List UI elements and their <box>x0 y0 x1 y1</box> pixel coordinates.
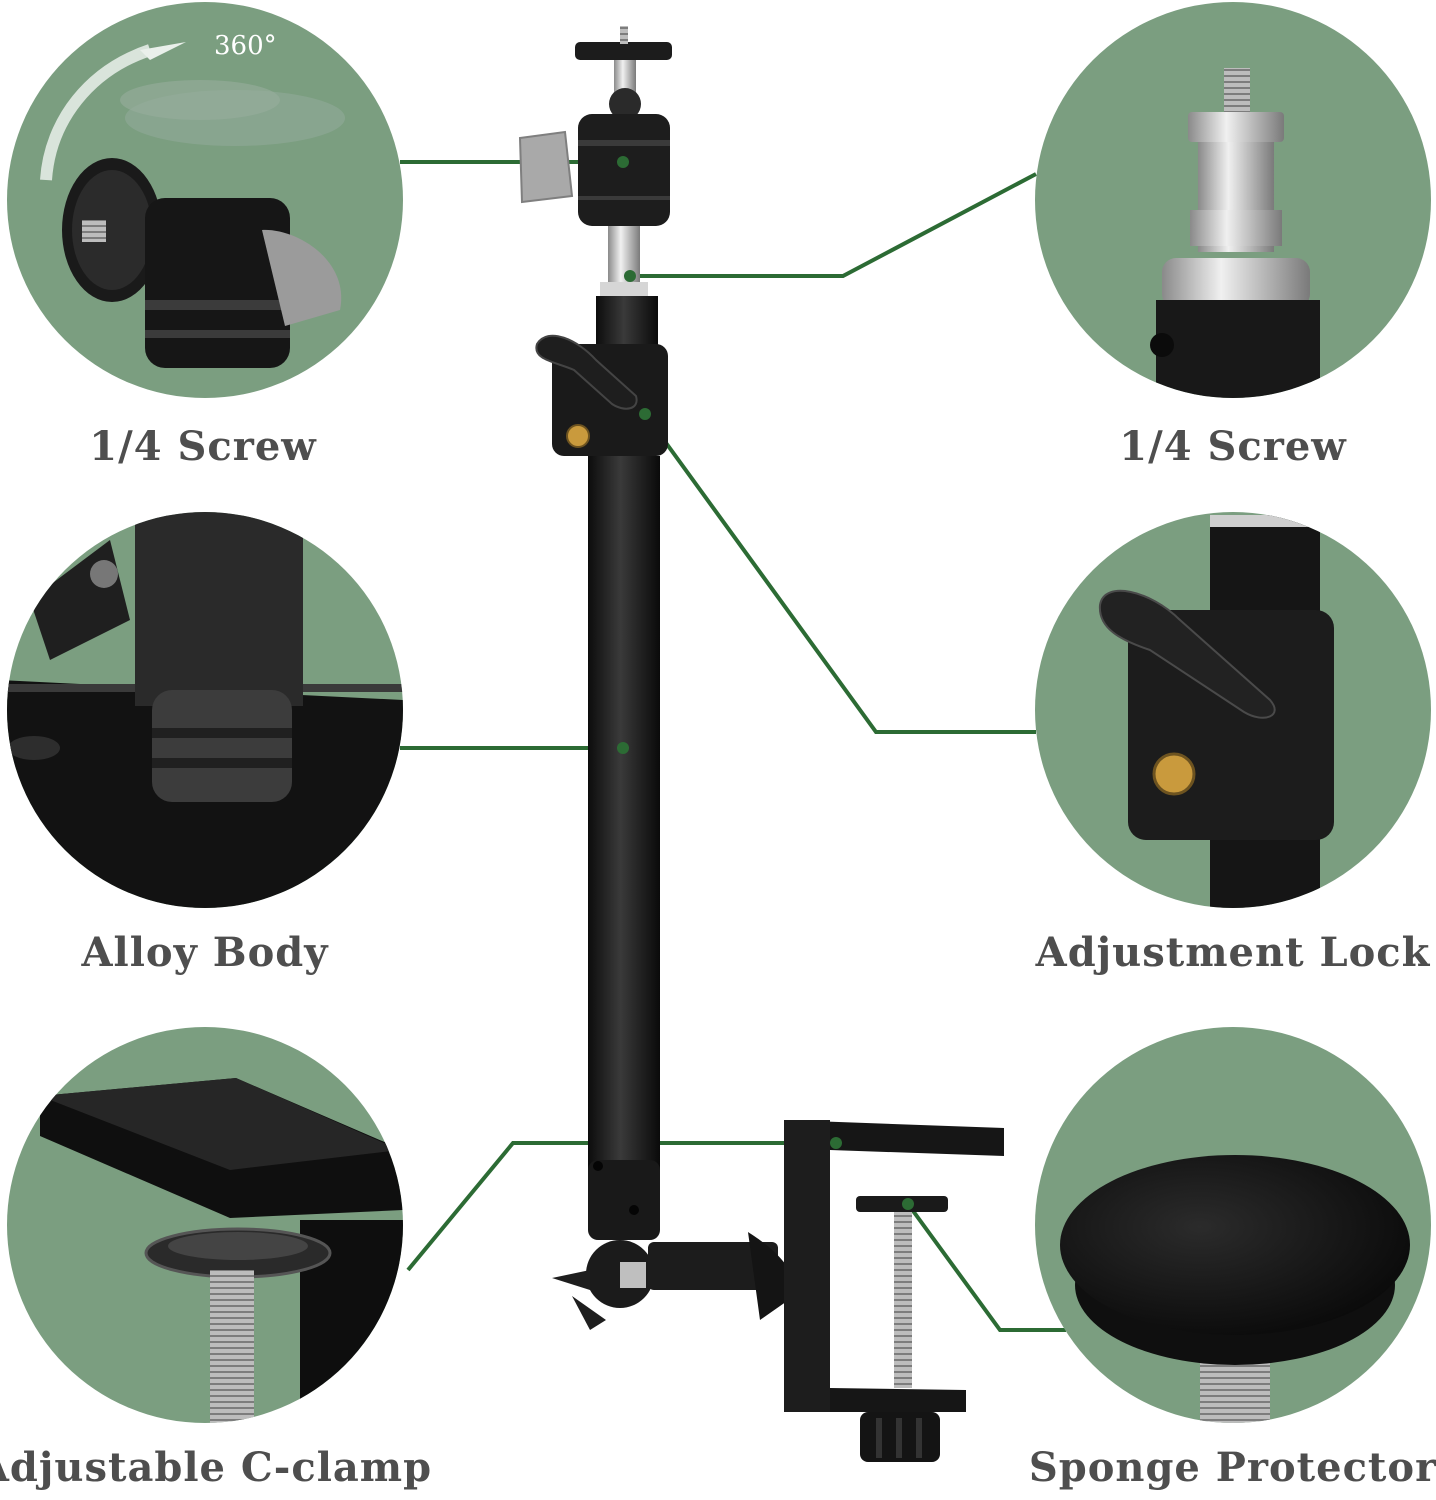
feature-circle-bottom-left <box>7 1027 403 1423</box>
feature-circle-top-left: 360° <box>7 2 403 398</box>
lock-wing-knob <box>535 334 638 410</box>
main-rod <box>588 456 660 1176</box>
connector-top-right <box>630 172 1037 278</box>
connector-bottom-right <box>906 1202 1066 1332</box>
ball-head-knob <box>518 130 574 204</box>
ball-head-plate <box>575 42 672 60</box>
c-clamp <box>784 1120 1004 1462</box>
ball-head-body <box>578 114 670 226</box>
label-top-right: 1/4 Screw <box>1119 423 1347 470</box>
lock-knob-icon <box>1098 515 1334 908</box>
ball-head-icon <box>40 42 345 368</box>
feature-circle-middle-left <box>7 512 403 908</box>
label-bottom-right: Sponge Protector <box>1028 1444 1436 1491</box>
feature-circle-bottom-right <box>1035 1027 1431 1423</box>
upper-rod <box>596 296 658 352</box>
connector-lines <box>400 160 1066 1332</box>
stand-product <box>518 26 1004 1462</box>
rotation-badge: 360° <box>214 31 277 61</box>
spigot-adapter-icon <box>1150 68 1320 398</box>
label-middle-left: Alloy Body <box>81 929 329 976</box>
feature-circle-middle-right <box>1035 512 1431 908</box>
arm-extension <box>648 1242 778 1290</box>
sponge-pad-icon <box>1060 1155 1410 1423</box>
connector-bottom-left <box>406 1141 836 1272</box>
label-top-left: 1/4 Screw <box>89 423 317 470</box>
connector-middle-right <box>643 412 1036 734</box>
label-middle-right: Adjustment Lock <box>1035 929 1431 976</box>
label-bottom-left: Adjustable C-clamp <box>0 1444 433 1491</box>
clamp-screw <box>894 1212 912 1388</box>
feature-circle-top-right <box>1035 2 1431 398</box>
alloy-joint-icon <box>7 512 403 908</box>
